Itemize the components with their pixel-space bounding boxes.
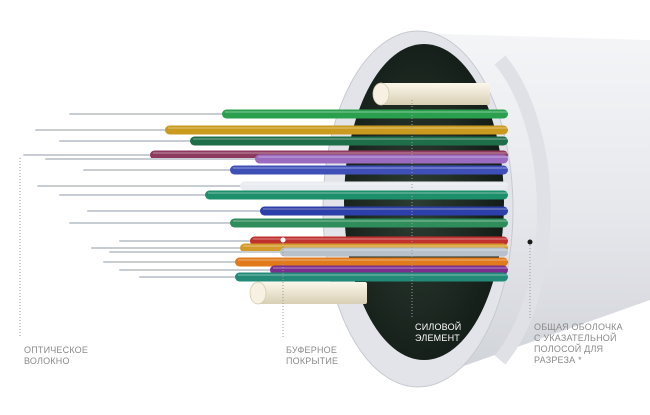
label-strength-member: СИЛОВОЙ ЭЛЕМЕНТ xyxy=(415,322,462,343)
label-buffer-coating: БУФЕРНОЕ ПОКРЫТИЕ xyxy=(286,345,339,366)
buffer-tube xyxy=(222,109,508,119)
fiber-bundle xyxy=(23,109,508,282)
strength-member-rod-lower xyxy=(249,281,367,305)
leader-dot-outer-jacket xyxy=(527,239,533,245)
leader-lines xyxy=(19,100,531,338)
buffer-tube xyxy=(235,272,508,282)
buffer-tube xyxy=(190,136,508,146)
leader-dot-buffer-coating xyxy=(280,237,286,243)
buffer-tube xyxy=(230,218,508,228)
buffer-tube xyxy=(280,247,508,257)
buffer-tube xyxy=(240,181,508,191)
buffer-tube xyxy=(250,236,508,246)
buffer-tube xyxy=(255,154,508,164)
buffer-tube xyxy=(205,190,508,200)
buffer-tube xyxy=(230,165,508,175)
jacket-rim xyxy=(494,55,551,365)
buffer-tube xyxy=(260,206,508,216)
strength-member-rod-upper xyxy=(372,82,490,106)
buffer-tube xyxy=(270,265,508,275)
buffer-tube xyxy=(235,257,508,267)
buffer-tube xyxy=(165,125,508,135)
label-outer-jacket: ОБЩАЯ ОБОЛОЧКА С УКАЗАТЕЛЬНОЙ ПОЛОСОЙ ДЛ… xyxy=(534,322,623,365)
label-optical-fiber: ОПТИЧЕСКОЕ ВОЛОКНО xyxy=(24,345,89,366)
